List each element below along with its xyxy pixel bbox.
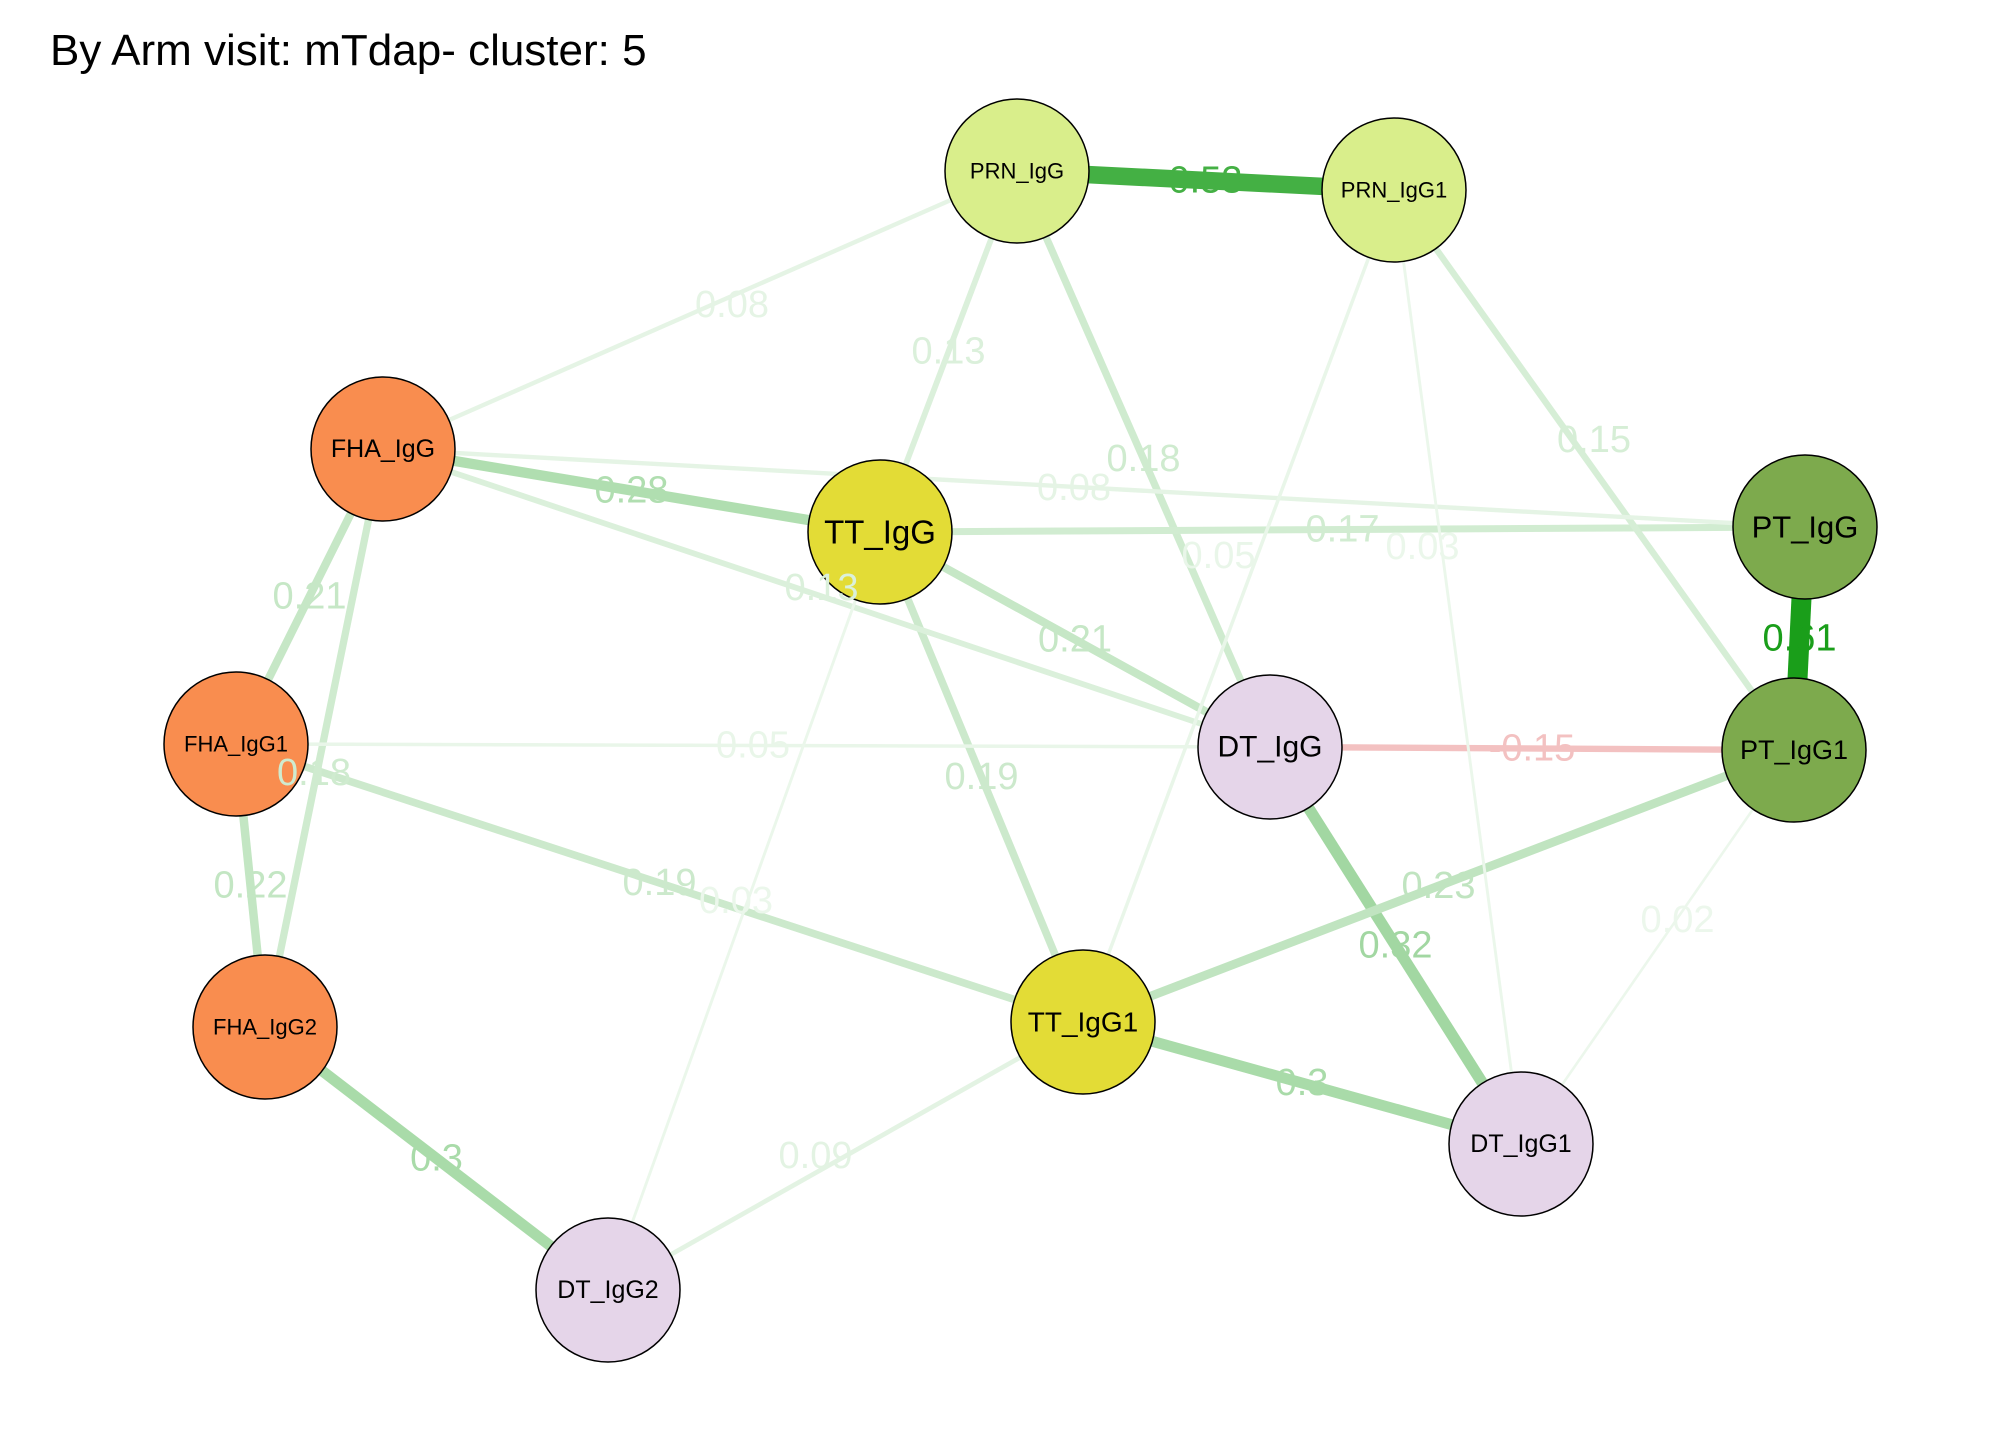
node-label-PRN_IgG1: PRN_IgG1 (1341, 178, 1447, 203)
edge-label-TT_IgG-DT_IgG: 0.21 (1038, 619, 1112, 661)
edge-label-PRN_IgG1-DT_IgG1: 0.03 (1386, 526, 1460, 568)
node-circle-TT_IgG1 (1010, 949, 1156, 1095)
edge-label-FHA_IgG-DT_IgG: 0.13 (785, 567, 859, 609)
node-circle-PRN_IgG (944, 98, 1090, 244)
edge-label-PRN_IgG-PRN_IgG1: 0.53 (1169, 160, 1243, 202)
edge-FHA_IgG-DT_IgG (382, 446, 1271, 750)
node-label-FHA_IgG1: FHA_IgG1 (184, 732, 288, 757)
edge-label-PRN_IgG1-TT_IgG1: 0.05 (1182, 535, 1256, 577)
edge-label-PRN_IgG1-PT_IgG1: 0.15 (1557, 419, 1631, 461)
edge-TT_IgG-TT_IgG1 (876, 530, 1087, 1024)
node-label-PT_IgG: PT_IgG (1752, 510, 1859, 545)
edge-label-TT_IgG1-DT_IgG1: 0.3 (1276, 1062, 1329, 1104)
node-DT_IgG2: DT_IgG2 (535, 1217, 681, 1363)
edge-label-PT_IgG-PT_IgG1: 0.61 (1763, 618, 1837, 660)
edge-TT_IgG-DT_IgG (878, 528, 1272, 751)
node-FHA_IgG: FHA_IgG (310, 376, 456, 522)
edge-label-TT_IgG-TT_IgG1: 0.19 (945, 756, 1019, 798)
edge-label-FHA_IgG-TT_IgG: 0.28 (595, 470, 669, 512)
edge-PRN_IgG1-PT_IgG1 (1391, 188, 1797, 752)
edge-FHA_IgG1-DT_IgG (235, 742, 1271, 749)
edge-label-TT_IgG1-DT_IgG2: 0.09 (779, 1135, 853, 1177)
edge-DT_IgG-PT_IgG1 (1269, 743, 1795, 754)
edge-label-PT_IgG1-DT_IgG1: 0.02 (1641, 899, 1715, 941)
chart-title: By Arm visit: mTdap- cluster: 5 (50, 26, 647, 75)
node-TT_IgG: TT_IgG (807, 459, 953, 605)
node-label-DT_IgG: DT_IgG (1217, 731, 1322, 764)
node-circle-PT_IgG1 (1721, 677, 1867, 823)
edge-TT_IgG-DT_IgG2 (606, 531, 882, 1291)
edge-DT_IgG-DT_IgG1 (1265, 743, 1526, 1148)
node-FHA_IgG1: FHA_IgG1 (163, 671, 309, 817)
edge-label-FHA_IgG1-DT_IgG: 0.05 (716, 725, 790, 767)
node-label-FHA_IgG2: FHA_IgG2 (213, 1015, 317, 1040)
node-DT_IgG: DT_IgG (1197, 674, 1343, 820)
node-circle-DT_IgG1 (1448, 1071, 1594, 1217)
edge-PRN_IgG1-TT_IgG1 (1081, 189, 1396, 1023)
node-circle-FHA_IgG1 (163, 671, 309, 817)
node-PT_IgG1: PT_IgG1 (1721, 677, 1867, 823)
edge-label-DT_IgG-DT_IgG1: 0.32 (1359, 925, 1433, 967)
edge-label-TT_IgG1-PT_IgG1: 0.23 (1402, 865, 1476, 907)
node-PRN_IgG1: PRN_IgG1 (1321, 117, 1467, 263)
edge-label-FHA_IgG2-DT_IgG2: 0.3 (410, 1138, 463, 1180)
edge-label-TT_IgG-DT_IgG2: 0.03 (699, 880, 773, 922)
edge-TT_IgG1-PT_IgG1 (1081, 745, 1796, 1027)
node-PRN_IgG: PRN_IgG (944, 98, 1090, 244)
node-DT_IgG1: DT_IgG1 (1448, 1071, 1594, 1217)
edge-PRN_IgG1-DT_IgG1 (1392, 189, 1523, 1145)
edge-label-FHA_IgG1-FHA_IgG2: 0.22 (214, 865, 288, 907)
edge-label-PRN_IgG-TT_IgG: 0.13 (912, 331, 986, 373)
edge-label-FHA_IgG1-TT_IgG1: 0.19 (623, 862, 697, 904)
node-label-PT_IgG1: PT_IgG1 (1740, 735, 1848, 765)
node-circle-FHA_IgG (310, 376, 456, 522)
edge-TT_IgG1-DT_IgG1 (1081, 1016, 1523, 1150)
node-label-DT_IgG1: DT_IgG1 (1470, 1130, 1571, 1158)
node-PT_IgG: PT_IgG (1732, 454, 1878, 600)
edge-label-FHA_IgG-FHA_IgG2: 0.18 (277, 752, 351, 794)
node-label-PRN_IgG: PRN_IgG (970, 159, 1064, 184)
node-label-FHA_IgG: FHA_IgG (331, 435, 435, 463)
edge-label-DT_IgG-PT_IgG1: -0.15 (1489, 728, 1576, 770)
node-circle-DT_IgG2 (535, 1217, 681, 1363)
edge-TT_IgG-PT_IgG (879, 523, 1806, 536)
node-label-TT_IgG: TT_IgG (824, 514, 936, 551)
node-label-TT_IgG1: TT_IgG1 (1028, 1007, 1138, 1038)
edge-label-PRN_IgG-FHA_IgG: 0.08 (695, 284, 769, 326)
edge-PRN_IgG-DT_IgG (1013, 169, 1274, 749)
node-circle-DT_IgG (1197, 674, 1343, 820)
edge-label-FHA_IgG-PT_IgG: 0.08 (1037, 467, 1111, 509)
edge-label-TT_IgG-PT_IgG: 0.17 (1306, 509, 1380, 551)
node-label-DT_IgG2: DT_IgG2 (557, 1276, 658, 1304)
edge-PT_IgG1-DT_IgG1 (1519, 749, 1796, 1145)
edge-FHA_IgG1-TT_IgG1 (234, 740, 1085, 1026)
edge-label-FHA_IgG-FHA_IgG1: 0.21 (273, 576, 347, 618)
node-circle-PT_IgG (1732, 454, 1878, 600)
edge-label-PRN_IgG-DT_IgG: 0.18 (1107, 438, 1181, 480)
node-FHA_IgG2: FHA_IgG2 (192, 954, 338, 1100)
edge-PRN_IgG-FHA_IgG (382, 168, 1018, 452)
node-circle-FHA_IgG2 (192, 954, 338, 1100)
node-circle-PRN_IgG1 (1321, 117, 1467, 263)
edge-FHA_IgG-TT_IgG (382, 443, 881, 538)
edge-labels-layer: 0.53 0.61 0.32 0.3 0.3 0.28 0.23 0.22 0.21 0.21 0.… (214, 160, 1837, 1180)
edge-FHA_IgG-FHA_IgG2 (261, 448, 387, 1028)
node-TT_IgG1: TT_IgG1 (1010, 949, 1156, 1095)
edge-TT_IgG1-DT_IgG2 (606, 1019, 1085, 1293)
node-circle-TT_IgG (807, 459, 953, 605)
edge-FHA_IgG-PT_IgG (382, 446, 1806, 530)
